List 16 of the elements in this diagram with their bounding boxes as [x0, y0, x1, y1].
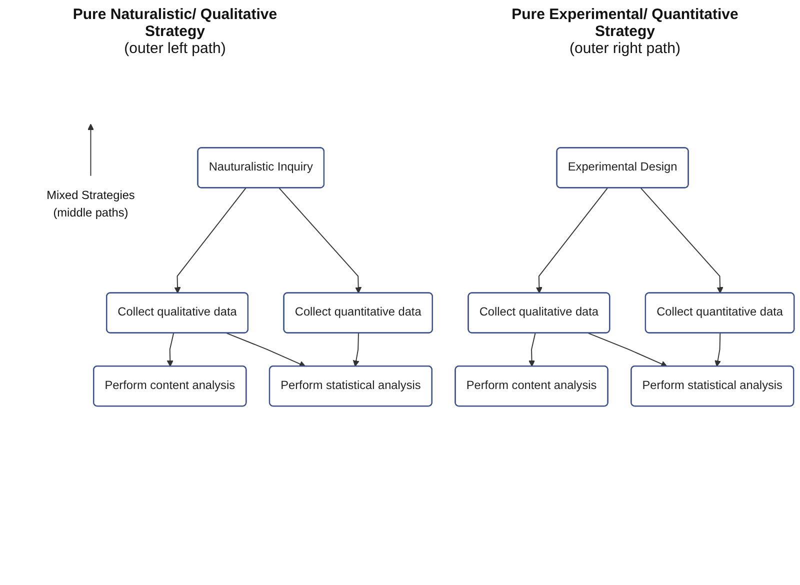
arrow	[528, 332, 536, 367]
arrow	[226, 332, 306, 368]
arrow	[588, 332, 668, 368]
arrow	[278, 188, 362, 294]
path-note: (outer right path)	[568, 40, 682, 57]
arrow	[174, 188, 246, 294]
arrow	[87, 124, 94, 176]
arrow	[536, 188, 608, 294]
arrow	[714, 332, 721, 367]
arrow	[640, 188, 724, 294]
strategy-heading: Pure Naturalistic/ Qualitative Strategy	[72, 6, 278, 40]
arrow	[166, 332, 174, 367]
arrow	[352, 332, 360, 367]
path-note: (outer left path)	[123, 40, 227, 57]
node-text: Mixed Strategies (middle paths)	[46, 189, 135, 220]
strategy-heading: Pure Experimental/ Quantitative Strategy	[510, 6, 740, 40]
